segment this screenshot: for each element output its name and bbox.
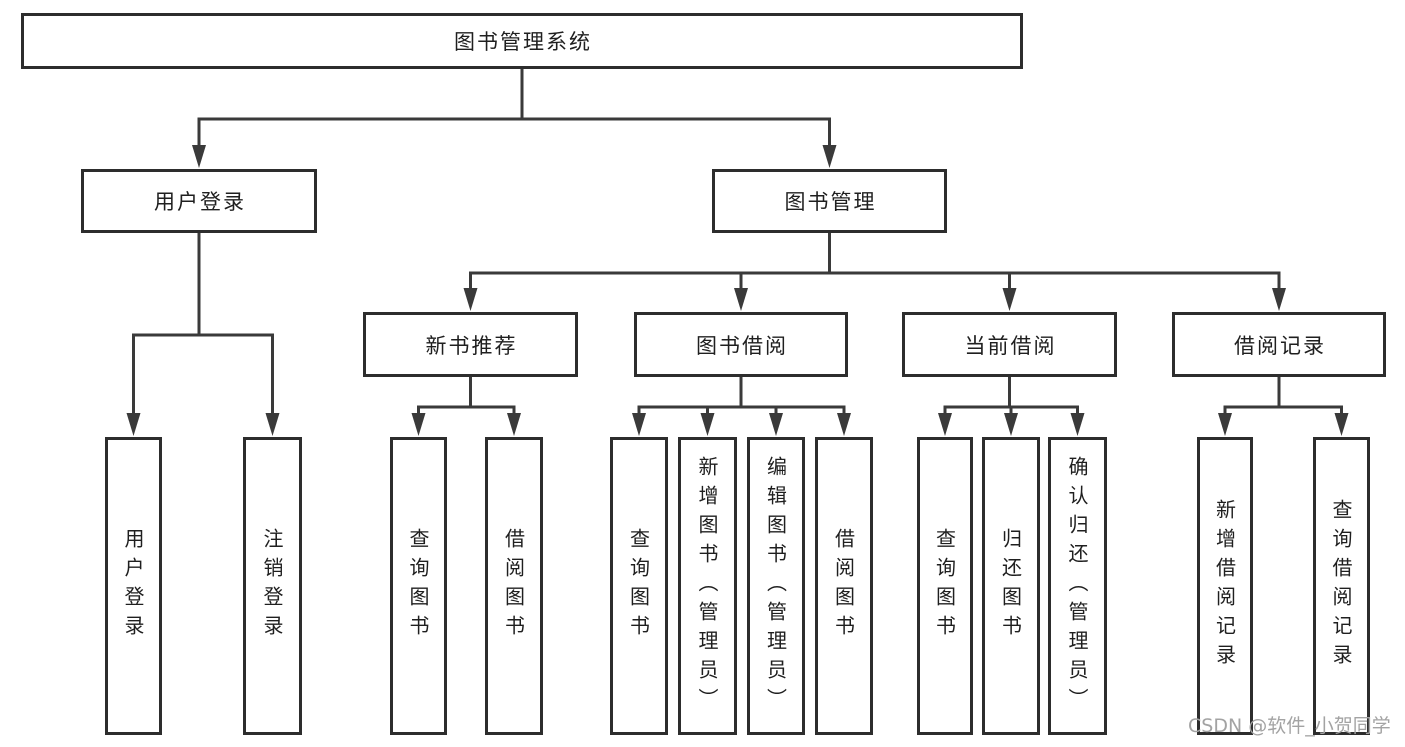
arrowhead-down-icon — [632, 413, 646, 436]
arrowhead-down-icon — [507, 413, 521, 436]
arrowhead-down-icon — [1334, 413, 1349, 436]
node-label-leaf-nb-query: 查询图书 — [406, 528, 430, 644]
node-label-borrow-records: 借阅记录 — [1234, 333, 1326, 358]
node-root: 图书管理系统 — [21, 13, 1023, 69]
arrowhead-down-icon — [837, 413, 851, 436]
arrowhead-down-icon — [700, 413, 715, 436]
node-leaf-cb-confirm: 确认归还（管理员） — [1048, 437, 1107, 735]
arrowhead-down-icon — [1070, 413, 1085, 436]
node-label-leaf-br-query: 查询借阅记录 — [1329, 499, 1353, 673]
node-leaf-cb-query: 查询图书 — [917, 437, 973, 735]
node-label-root: 图书管理系统 — [454, 30, 592, 54]
arrowhead-down-icon — [734, 288, 748, 311]
arrowhead-down-icon — [126, 413, 141, 436]
node-label-leaf-cb-confirm: 确认归还（管理员） — [1065, 455, 1089, 717]
node-label-leaf-bb-edit: 编辑图书（管理员） — [763, 455, 788, 717]
node-new-book-rec: 新书推荐 — [363, 312, 578, 377]
arrowhead-down-icon — [1272, 288, 1286, 311]
arrowhead-down-icon — [938, 413, 952, 436]
node-leaf-nb-query: 查询图书 — [390, 437, 447, 735]
node-leaf-bb-borrow: 借阅图书 — [815, 437, 873, 735]
arrowhead-down-icon — [822, 145, 837, 168]
node-label-user-login: 用户登录 — [154, 190, 246, 214]
node-leaf-br-add: 新增借阅记录 — [1197, 437, 1253, 735]
node-leaf-cb-return: 归还图书 — [982, 437, 1040, 735]
node-label-leaf-nb-borrow: 借阅图书 — [501, 528, 526, 644]
arrowhead-down-icon — [463, 288, 478, 311]
node-book-borrow: 图书借阅 — [634, 312, 848, 377]
node-label-leaf-bb-query: 查询图书 — [626, 528, 651, 644]
arrowhead-down-icon — [1004, 413, 1018, 436]
csdn-watermark: CSDN @软件_小贺同学 — [1188, 715, 1391, 737]
node-label-leaf-login: 用户登录 — [121, 528, 145, 644]
arrowhead-down-icon — [1002, 288, 1017, 311]
node-leaf-bb-edit: 编辑图书（管理员） — [747, 437, 805, 735]
node-current-borrow: 当前借阅 — [902, 312, 1117, 377]
node-label-book-mgmt: 图书管理 — [784, 190, 877, 214]
arrowhead-down-icon — [192, 145, 206, 168]
node-label-leaf-logout: 注销登录 — [260, 528, 284, 644]
node-leaf-bb-query: 查询图书 — [610, 437, 668, 735]
node-leaf-bb-add: 新增图书（管理员） — [678, 437, 737, 735]
node-label-leaf-cb-query: 查询图书 — [932, 528, 957, 644]
arrowhead-down-icon — [769, 413, 783, 436]
arrowhead-down-icon — [265, 413, 280, 436]
node-leaf-login: 用户登录 — [105, 437, 162, 735]
node-label-new-book-rec: 新书推荐 — [425, 333, 518, 358]
node-label-current-borrow: 当前借阅 — [964, 333, 1057, 358]
arrowhead-down-icon — [411, 413, 426, 436]
node-label-leaf-br-add: 新增借阅记录 — [1212, 499, 1237, 673]
node-leaf-br-query: 查询借阅记录 — [1313, 437, 1370, 735]
node-label-leaf-bb-borrow: 借阅图书 — [831, 528, 856, 644]
node-borrow-records: 借阅记录 — [1172, 312, 1386, 377]
node-book-mgmt: 图书管理 — [712, 169, 947, 233]
node-label-book-borrow: 图书借阅 — [696, 333, 788, 358]
node-user-login: 用户登录 — [81, 169, 317, 233]
node-leaf-nb-borrow: 借阅图书 — [485, 437, 543, 735]
node-label-leaf-cb-return: 归还图书 — [998, 528, 1023, 644]
node-leaf-logout: 注销登录 — [243, 437, 302, 735]
node-label-leaf-bb-add: 新增图书（管理员） — [695, 455, 719, 717]
arrowhead-down-icon — [1218, 413, 1232, 436]
